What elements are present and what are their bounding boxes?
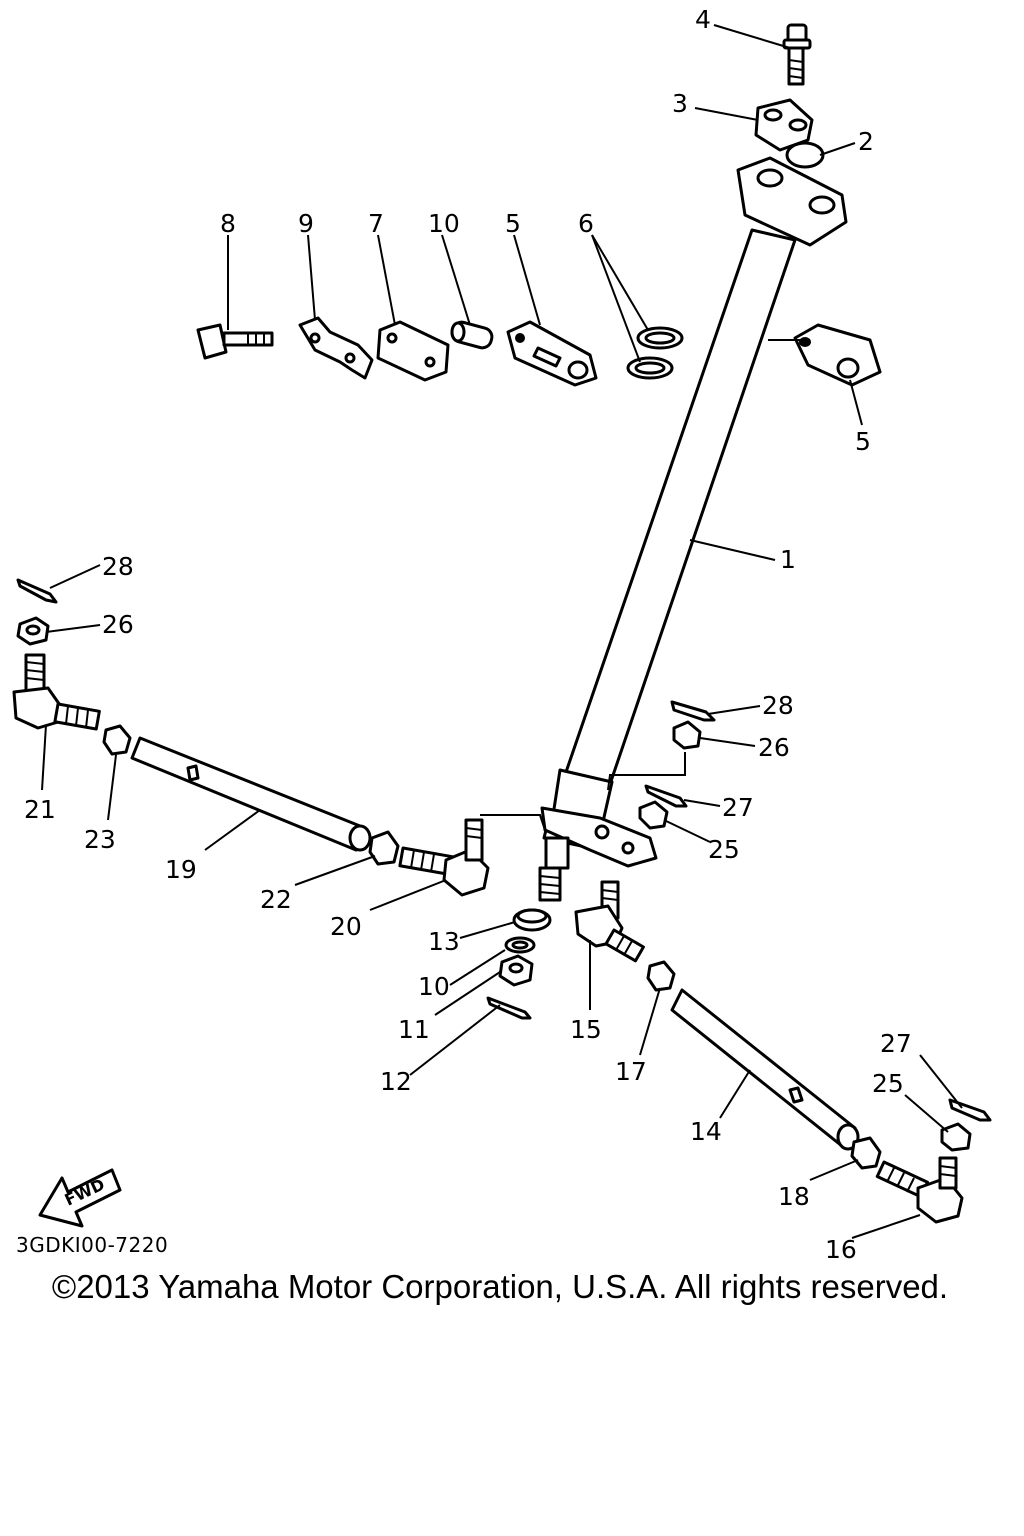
cotter-pin-27-upper: [644, 784, 688, 808]
callout-4: 4: [695, 5, 711, 34]
callout-11: 10: [418, 972, 450, 1001]
callout-13: 12: [380, 1067, 412, 1096]
nut-19: [850, 1136, 882, 1170]
collar: [450, 320, 494, 350]
callout-8: 8: [220, 209, 236, 238]
callout-20: 19: [165, 855, 197, 884]
callout-10: 10: [428, 209, 460, 238]
nut-12: [498, 954, 534, 987]
nut-26-left: [16, 616, 50, 646]
callout-5-left: 5: [505, 209, 521, 238]
cotter-pin-28-right: [670, 700, 716, 722]
lock-plate: [298, 316, 374, 380]
nut-24: [102, 724, 132, 756]
tie-rod-end-17: [875, 1156, 964, 1224]
callout-22: 21: [24, 795, 56, 824]
nut-26-right: [672, 720, 702, 750]
nut-25-upper: [638, 800, 669, 830]
nut-25-lower: [940, 1122, 972, 1152]
copyright-notice: ©2013 Yamaha Motor Corporation, U.S.A. A…: [51, 1268, 949, 1305]
callout-19: 18: [778, 1182, 810, 1211]
diagram-code: 3GDKI00-7220: [16, 1233, 169, 1257]
callout-3: 3: [672, 89, 688, 118]
callout-28-right: 28: [762, 691, 794, 720]
callout-9: 9: [298, 209, 314, 238]
tie-rod-20: [130, 736, 372, 852]
callout-labels: 4 3 2 8 9 7 10 5 6 5 1 28 26 21 23 19 22…: [24, 5, 912, 1264]
callout-7: 7: [368, 209, 384, 238]
callout-6: 6: [578, 209, 594, 238]
callout-15: 14: [690, 1117, 722, 1146]
cotter-pin-27-lower: [948, 1098, 992, 1122]
callout-25-upper: 25: [708, 835, 740, 864]
column-lower-shaft: [538, 836, 570, 902]
tie-rod-15: [670, 988, 860, 1151]
tie-rod-end-16: [574, 880, 645, 963]
callout-23: 22: [260, 885, 292, 914]
bushing: [512, 908, 552, 932]
bolt-8: [196, 323, 274, 360]
handlebar-holder: [506, 320, 598, 387]
callout-21: 20: [330, 912, 362, 941]
callout-24: 23: [84, 825, 116, 854]
cotter-pin-28-left: [16, 578, 58, 604]
leader-lines: [41, 24, 963, 1239]
bolt-4: [782, 23, 812, 86]
callout-25-lower: 25: [872, 1069, 904, 1098]
pitman-arm: [540, 806, 658, 868]
callout-14: 13: [428, 927, 460, 956]
cotter-pin-13: [486, 996, 532, 1020]
holder-cap: [754, 98, 814, 152]
callout-1: 1: [780, 545, 796, 574]
callout-27-lower: 27: [880, 1029, 912, 1058]
holder-cap-2: [785, 141, 825, 169]
callout-26-right: 26: [758, 733, 790, 762]
callout-18: 17: [615, 1057, 647, 1086]
washer-11: [504, 936, 536, 954]
callout-16: 15: [570, 1015, 602, 1044]
circlip-lower: [626, 356, 674, 380]
callout-27-upper: 27: [722, 793, 754, 822]
callout-2: 2: [858, 127, 874, 156]
handlebar-holder-lower: [793, 323, 882, 387]
circlip-upper: [636, 326, 684, 350]
callout-26-left: 26: [102, 610, 134, 639]
callout-5-right: 5: [855, 427, 871, 456]
nut-23: [368, 830, 400, 866]
tie-rod-end-21: [398, 818, 490, 897]
plate: [376, 320, 450, 382]
callout-17: 16: [825, 1235, 857, 1264]
nut-18: [646, 960, 676, 992]
upper-handlebar-holder: [736, 156, 848, 247]
callout-28-left: 28: [102, 552, 134, 581]
tie-rod-end-22: [12, 653, 101, 731]
callout-12: 11: [398, 1015, 430, 1044]
fwd-arrow: FWD: [38, 1168, 122, 1228]
